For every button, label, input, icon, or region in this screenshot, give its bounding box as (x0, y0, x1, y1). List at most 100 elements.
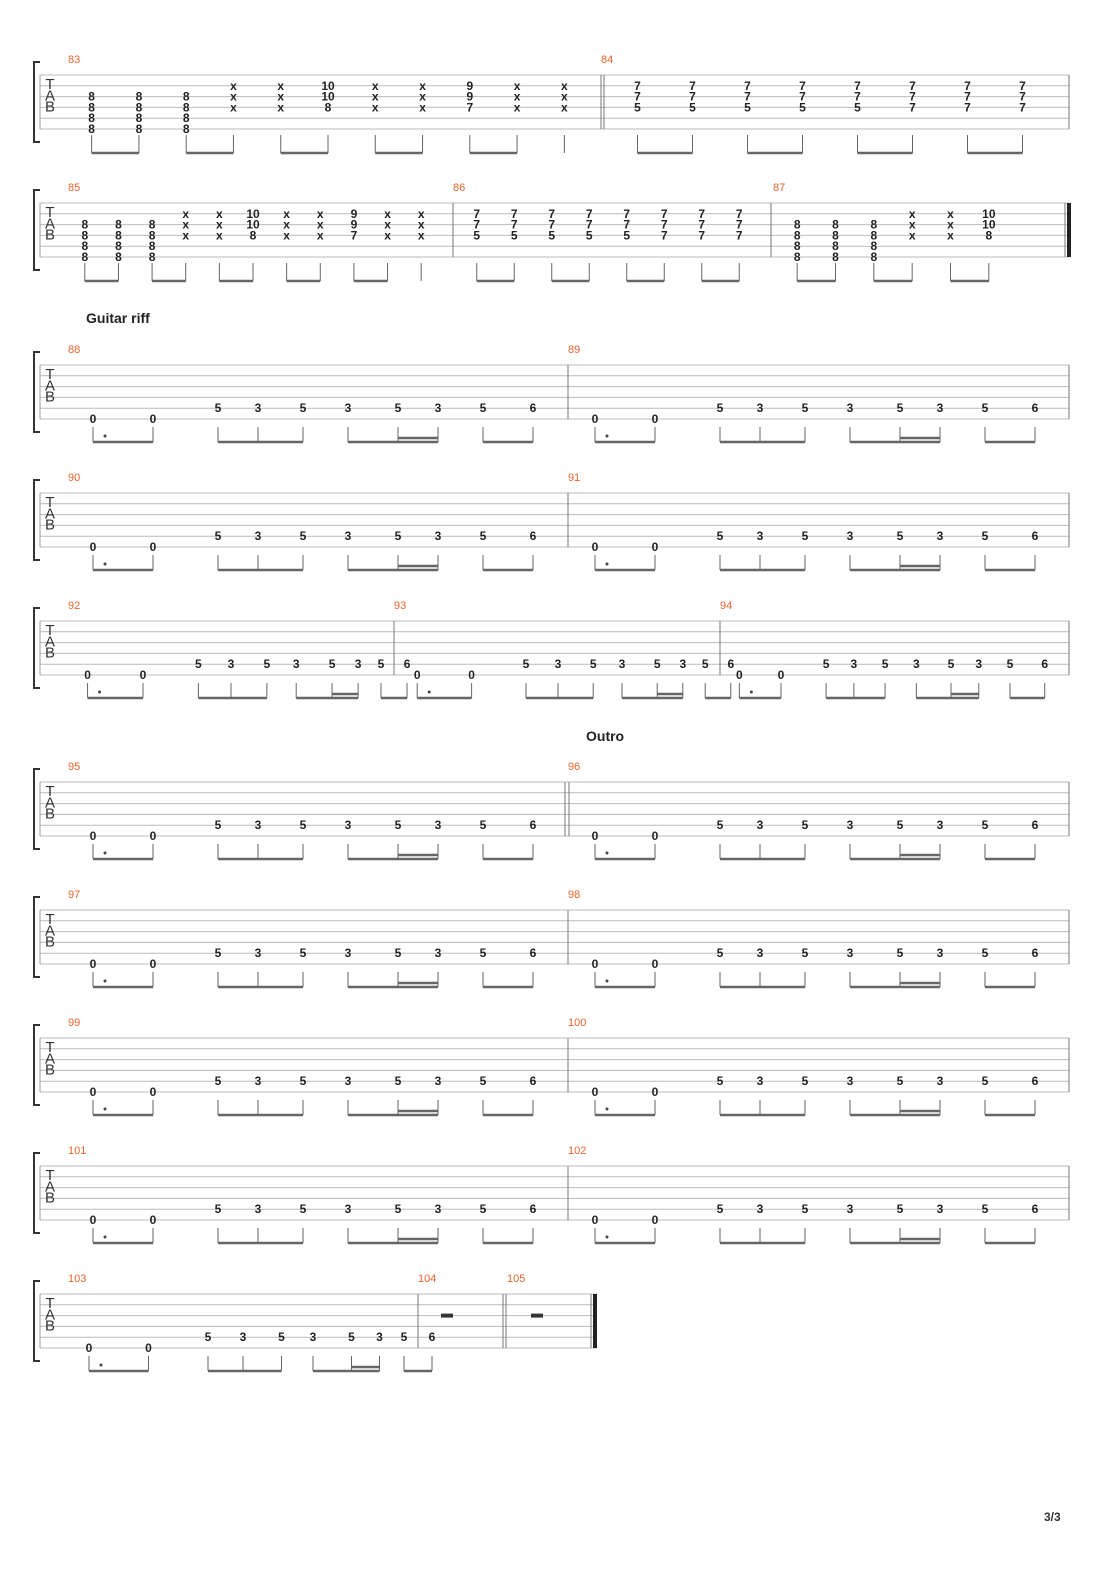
fret-number: 5 (395, 946, 402, 960)
fret-number: 7 (586, 207, 593, 221)
fret-number: 7 (1019, 79, 1026, 93)
fret-number: 5 (897, 946, 904, 960)
dot (103, 434, 107, 438)
fret-number: 5 (401, 1330, 408, 1344)
fret-number: 5 (348, 1330, 355, 1344)
dot (99, 1363, 103, 1367)
tab-clef-letter: A (45, 633, 55, 650)
fret-number: 8 (870, 228, 877, 242)
fret-number: 8 (88, 90, 95, 104)
fret-number: 8 (870, 250, 877, 264)
tab-clef-letter: B (45, 806, 55, 823)
bar-number: 83 (68, 54, 80, 66)
fret-number: x (283, 228, 290, 242)
system-bracket (33, 1152, 40, 1234)
tab-clef-letter: T (45, 204, 54, 221)
fret-number: x (384, 228, 391, 242)
fret-number: 7 (586, 218, 593, 232)
fret-number: 8 (832, 250, 839, 264)
fret-number: 0 (652, 829, 659, 843)
fret-number: 0 (150, 412, 157, 426)
fret-number: 3 (293, 657, 300, 671)
fret-number: 9 (466, 90, 473, 104)
fret-number: 3 (255, 818, 262, 832)
fret-number: 8 (183, 100, 190, 114)
fret-number: 0 (90, 540, 97, 554)
fret-number: 8 (794, 250, 801, 264)
fret-number: x (277, 100, 284, 114)
fret-number: 5 (982, 1202, 989, 1216)
fret-number: 5 (480, 946, 487, 960)
fret-number: 5 (264, 657, 271, 671)
fret-number: 5 (702, 657, 709, 671)
fret-number: x (418, 228, 425, 242)
fret-number: x (909, 207, 916, 221)
bar-number: 88 (68, 344, 80, 356)
fret-number: 8 (183, 122, 190, 136)
fret-number: x (317, 207, 324, 221)
dot (605, 979, 609, 983)
fret-number: 3 (937, 1074, 944, 1088)
tab-clef-letter: A (45, 794, 55, 811)
fret-number: 7 (744, 79, 751, 93)
fret-number: 0 (592, 1085, 599, 1099)
fret-number: 6 (530, 1074, 537, 1088)
fret-number: 7 (634, 79, 641, 93)
fret-number: 5 (634, 100, 641, 114)
fret-number: 5 (717, 818, 724, 832)
fret-number: 3 (435, 818, 442, 832)
fret-number: 7 (909, 90, 916, 104)
fret-number: 5 (1007, 657, 1014, 671)
fret-number: 5 (802, 1202, 809, 1216)
fret-number: x (418, 207, 425, 221)
tab-clef-letter: A (45, 1178, 55, 1195)
fret-number: 3 (255, 401, 262, 415)
fret-number: 3 (975, 657, 982, 671)
fret-number: 5 (511, 228, 518, 242)
dot (98, 690, 102, 694)
fret-number: 8 (81, 228, 88, 242)
tab-clef-letter: B (45, 934, 55, 951)
fret-number: 5 (623, 228, 630, 242)
fret-number: 5 (802, 946, 809, 960)
dot (605, 562, 609, 566)
fret-number: x (372, 90, 379, 104)
fret-number: x (514, 100, 521, 114)
fret-number: 7 (511, 207, 518, 221)
fret-number: 8 (136, 100, 143, 114)
fret-number: 7 (909, 79, 916, 93)
fret-number: 5 (300, 818, 307, 832)
tab-clef-letter: B (45, 389, 55, 406)
fret-number: 5 (982, 1074, 989, 1088)
tab-clef-letter: B (45, 1190, 55, 1207)
dot (103, 979, 107, 983)
fret-number: 5 (215, 401, 222, 415)
page-number: 3/3 (1044, 1510, 1061, 1524)
fret-number: 7 (689, 79, 696, 93)
fret-number: x (230, 90, 237, 104)
tab-clef-letter: T (45, 1039, 54, 1056)
fret-number: 3 (255, 529, 262, 543)
dot (103, 851, 107, 855)
fret-number: 8 (149, 218, 156, 232)
fret-number: 3 (937, 529, 944, 543)
fret-number: 5 (654, 657, 661, 671)
fret-number: 10 (321, 79, 335, 93)
fret-number: 8 (832, 239, 839, 253)
fret-number: x (419, 79, 426, 93)
dot (103, 1107, 107, 1111)
fret-number: 8 (88, 100, 95, 114)
fret-number: 8 (115, 250, 122, 264)
fret-number: x (561, 90, 568, 104)
fret-number: 3 (435, 1074, 442, 1088)
dot (605, 1235, 609, 1239)
fret-number: 5 (897, 1202, 904, 1216)
fret-number: x (230, 79, 237, 93)
fret-number: 3 (345, 946, 352, 960)
fret-number: 0 (150, 829, 157, 843)
fret-number: 5 (215, 1074, 222, 1088)
fret-number: 5 (480, 529, 487, 543)
fret-number: 0 (90, 829, 97, 843)
fret-number: 5 (395, 529, 402, 543)
fret-number: 6 (727, 657, 734, 671)
